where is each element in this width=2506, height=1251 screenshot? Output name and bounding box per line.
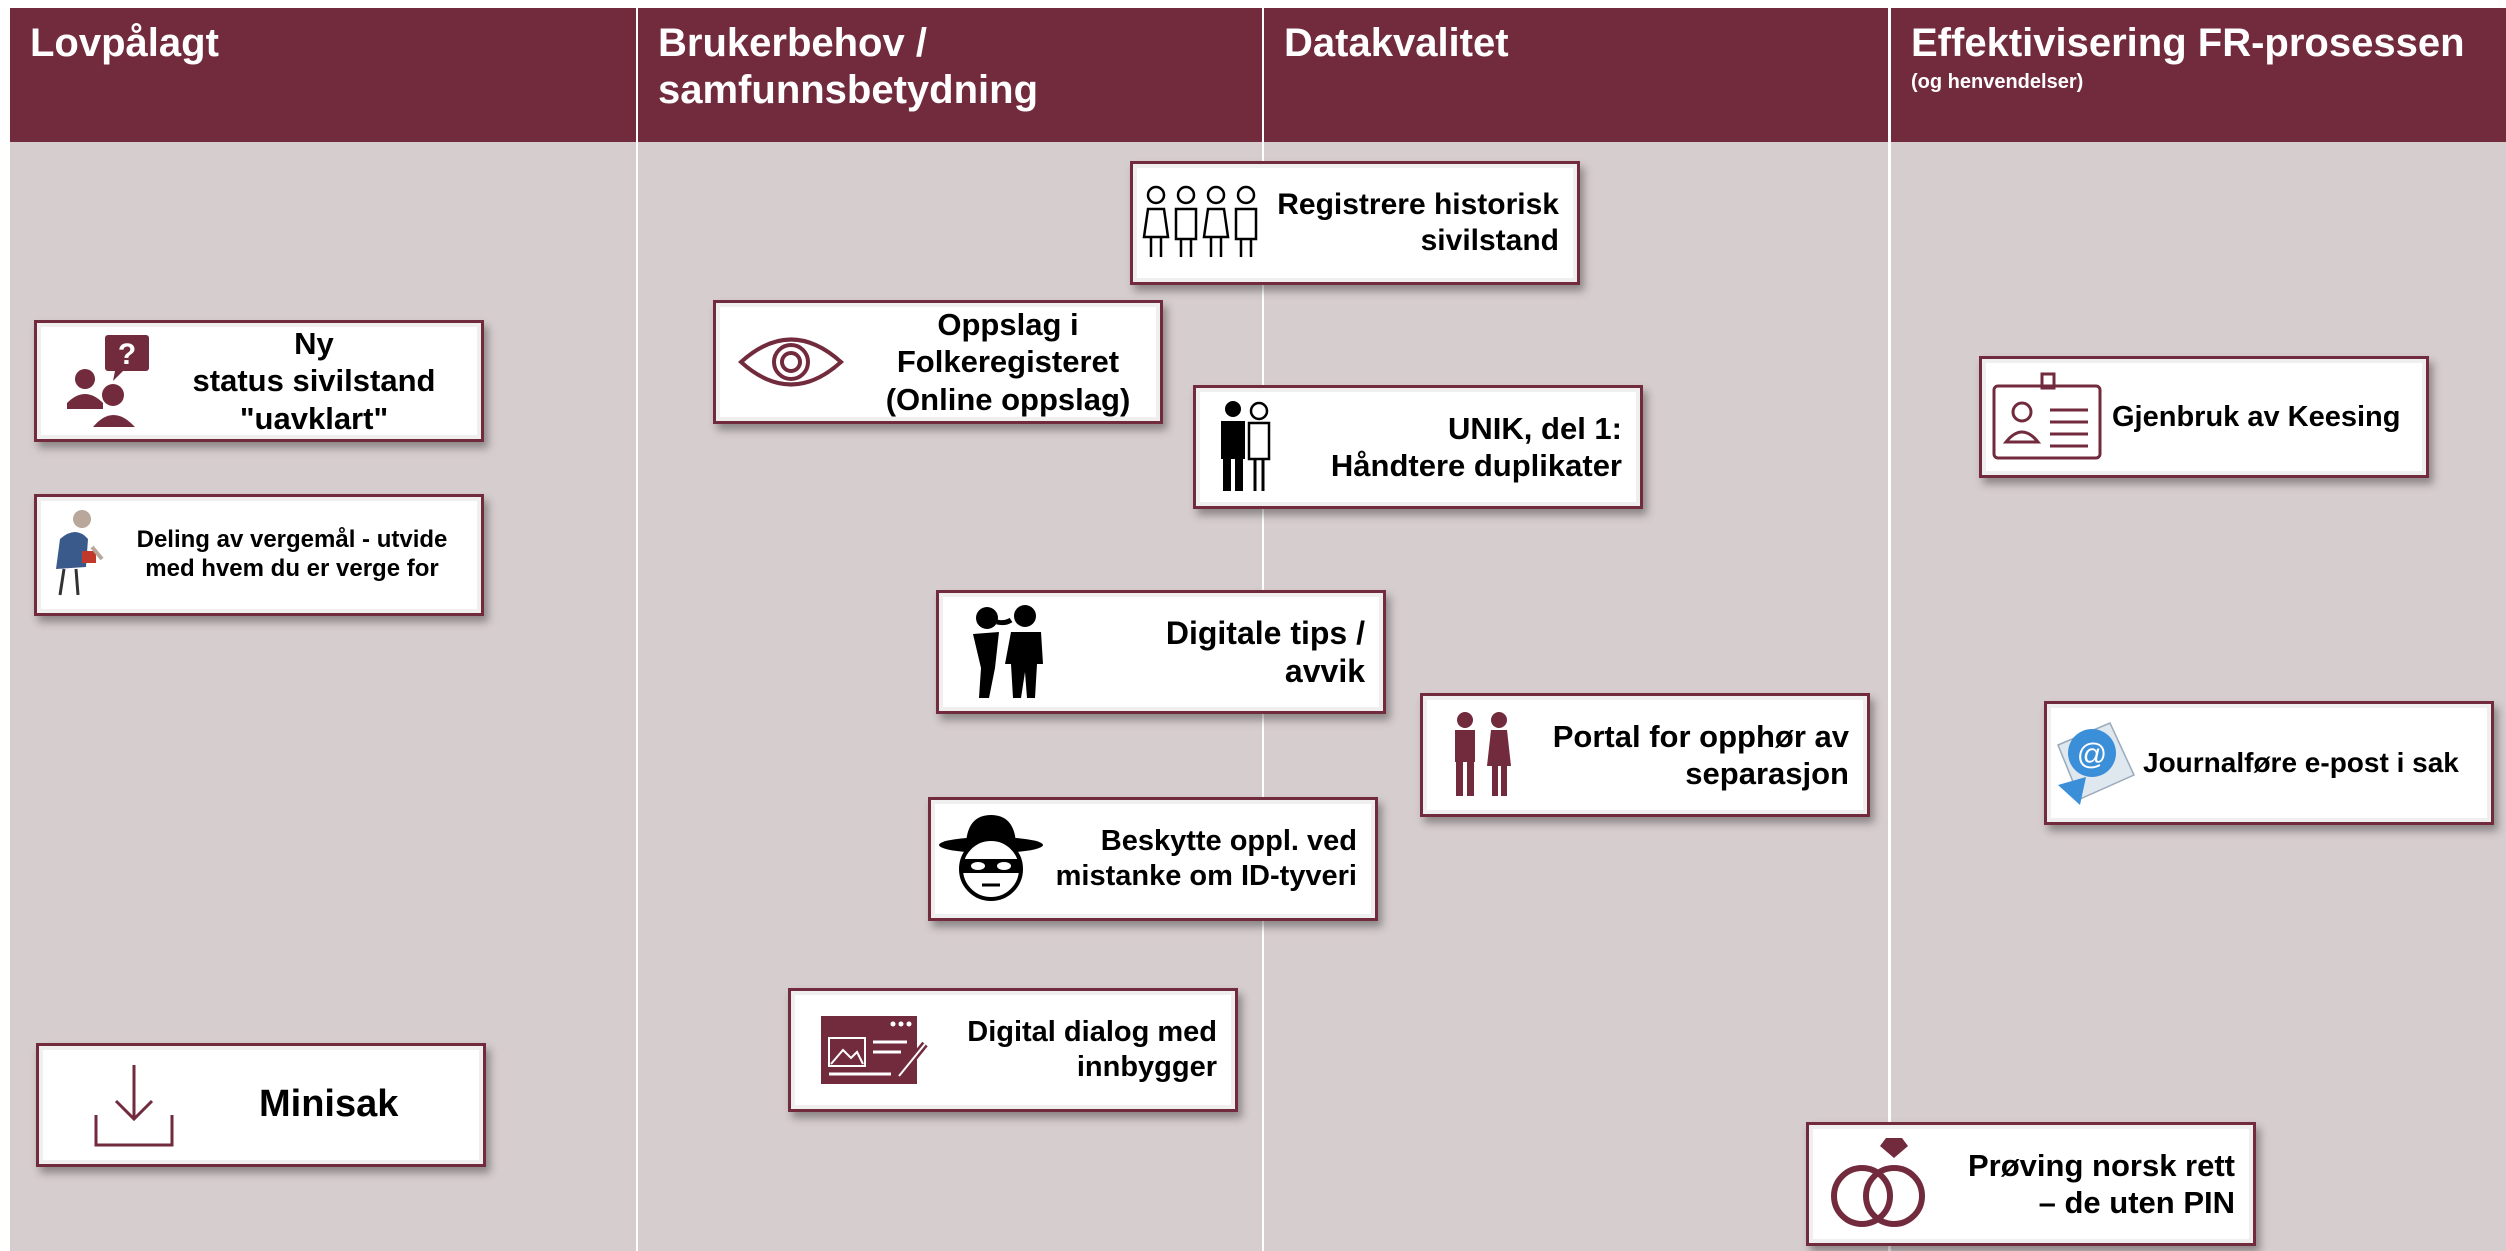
card-oppslag-i-folkeregisteret[interactable]: Oppslag i Folkeregisteret (Online oppsla… [713,300,1163,424]
elderly-person-icon [37,500,117,610]
svg-text:?: ? [118,338,136,371]
eye-icon [716,307,866,417]
two-persons-icon [1196,392,1296,502]
svg-text:@: @ [2077,738,2107,771]
whisper-people-icon [939,597,1079,707]
card-label: Digitale tips / avvik [1165,614,1365,689]
card-digital-dialog[interactable]: Digital dialog med innbygger [788,988,1238,1112]
card-label: Oppslag i Folkeregisteret (Online oppsla… [885,307,1131,417]
masked-thief-icon [931,804,1051,914]
card-digitale-tips-avvik[interactable]: Digitale tips / avvik [936,590,1386,714]
card-label: Registrere historisk sivilstand [1277,188,1559,257]
card-label: Ny status sivilstand "uavklart" [192,326,436,436]
card-label: Journalføre e-post i sak [2143,747,2459,779]
card-label: Beskytte oppl. ved mistanke om ID-tyveri [1055,825,1357,892]
column-title: Datakvalitet [1284,21,1509,65]
column-header: Brukerbehov / samfunnsbetydning [638,8,1262,142]
card-label: Minisak [259,1083,399,1126]
card-registrere-historisk-sivilstand[interactable]: Registrere historisk sivilstand [1130,161,1580,285]
column-title: Lovpålagt [30,21,219,65]
id-badge-icon [1982,362,2112,472]
card-portal-opphor-separasjon[interactable]: Portal for opphør av separasjon [1420,693,1870,817]
card-label: Prøving norsk rett – de uten PIN [1968,1147,2235,1220]
card-label: Deling av vergemål - utvide med hvem du … [136,526,448,582]
card-gjenbruk-av-keesing[interactable]: Gjenbruk av Keesing [1979,356,2429,478]
couple-icon [1423,700,1543,810]
column-subtitle: (og henvendelser) [1911,71,2084,93]
card-label: UNIK, del 1: Håndtere duplikater [1330,410,1622,483]
card-minisak[interactable]: Minisak [36,1043,486,1167]
wedding-rings-icon [1809,1129,1949,1239]
download-tray-icon [39,1050,229,1160]
card-proving-norsk-rett[interactable]: Prøving norsk rett – de uten PIN [1806,1122,2256,1246]
card-journalfore-e-post[interactable]: @ Journalføre e-post i sak [2044,701,2494,825]
column-title: Effektivisering FR-prosessen [1911,21,2465,65]
person-question-icon: ? [37,326,177,436]
card-label: Digital dialog med innbygger [967,1016,1217,1083]
column-header: Datakvalitet [1264,8,1888,142]
column-effektivisering: Effektivisering FR-prosessen (og henvend… [1891,8,2506,1251]
card-beskytte-id-tyveri[interactable]: Beskytte oppl. ved mistanke om ID-tyveri [928,797,1378,921]
card-ny-status-sivilstand[interactable]: ? Ny status sivilstand "uavklart" [34,320,484,442]
column-header: Lovpålagt [10,8,636,142]
email-envelope-icon: @ [2047,708,2143,818]
card-label: Portal for opphør av separasjon [1552,718,1849,791]
web-form-icon [791,995,951,1105]
column-title: Brukerbehov / samfunnsbetydning [658,21,1039,112]
card-label: Gjenbruk av Keesing [2112,400,2401,433]
column-header: Effektivisering FR-prosessen (og henvend… [1891,8,2506,142]
card-unik-del-1[interactable]: UNIK, del 1: Håndtere duplikater [1193,385,1643,509]
family-group-icon [1133,168,1273,278]
card-deling-av-vergemal[interactable]: Deling av vergemål - utvide med hvem du … [34,494,484,616]
